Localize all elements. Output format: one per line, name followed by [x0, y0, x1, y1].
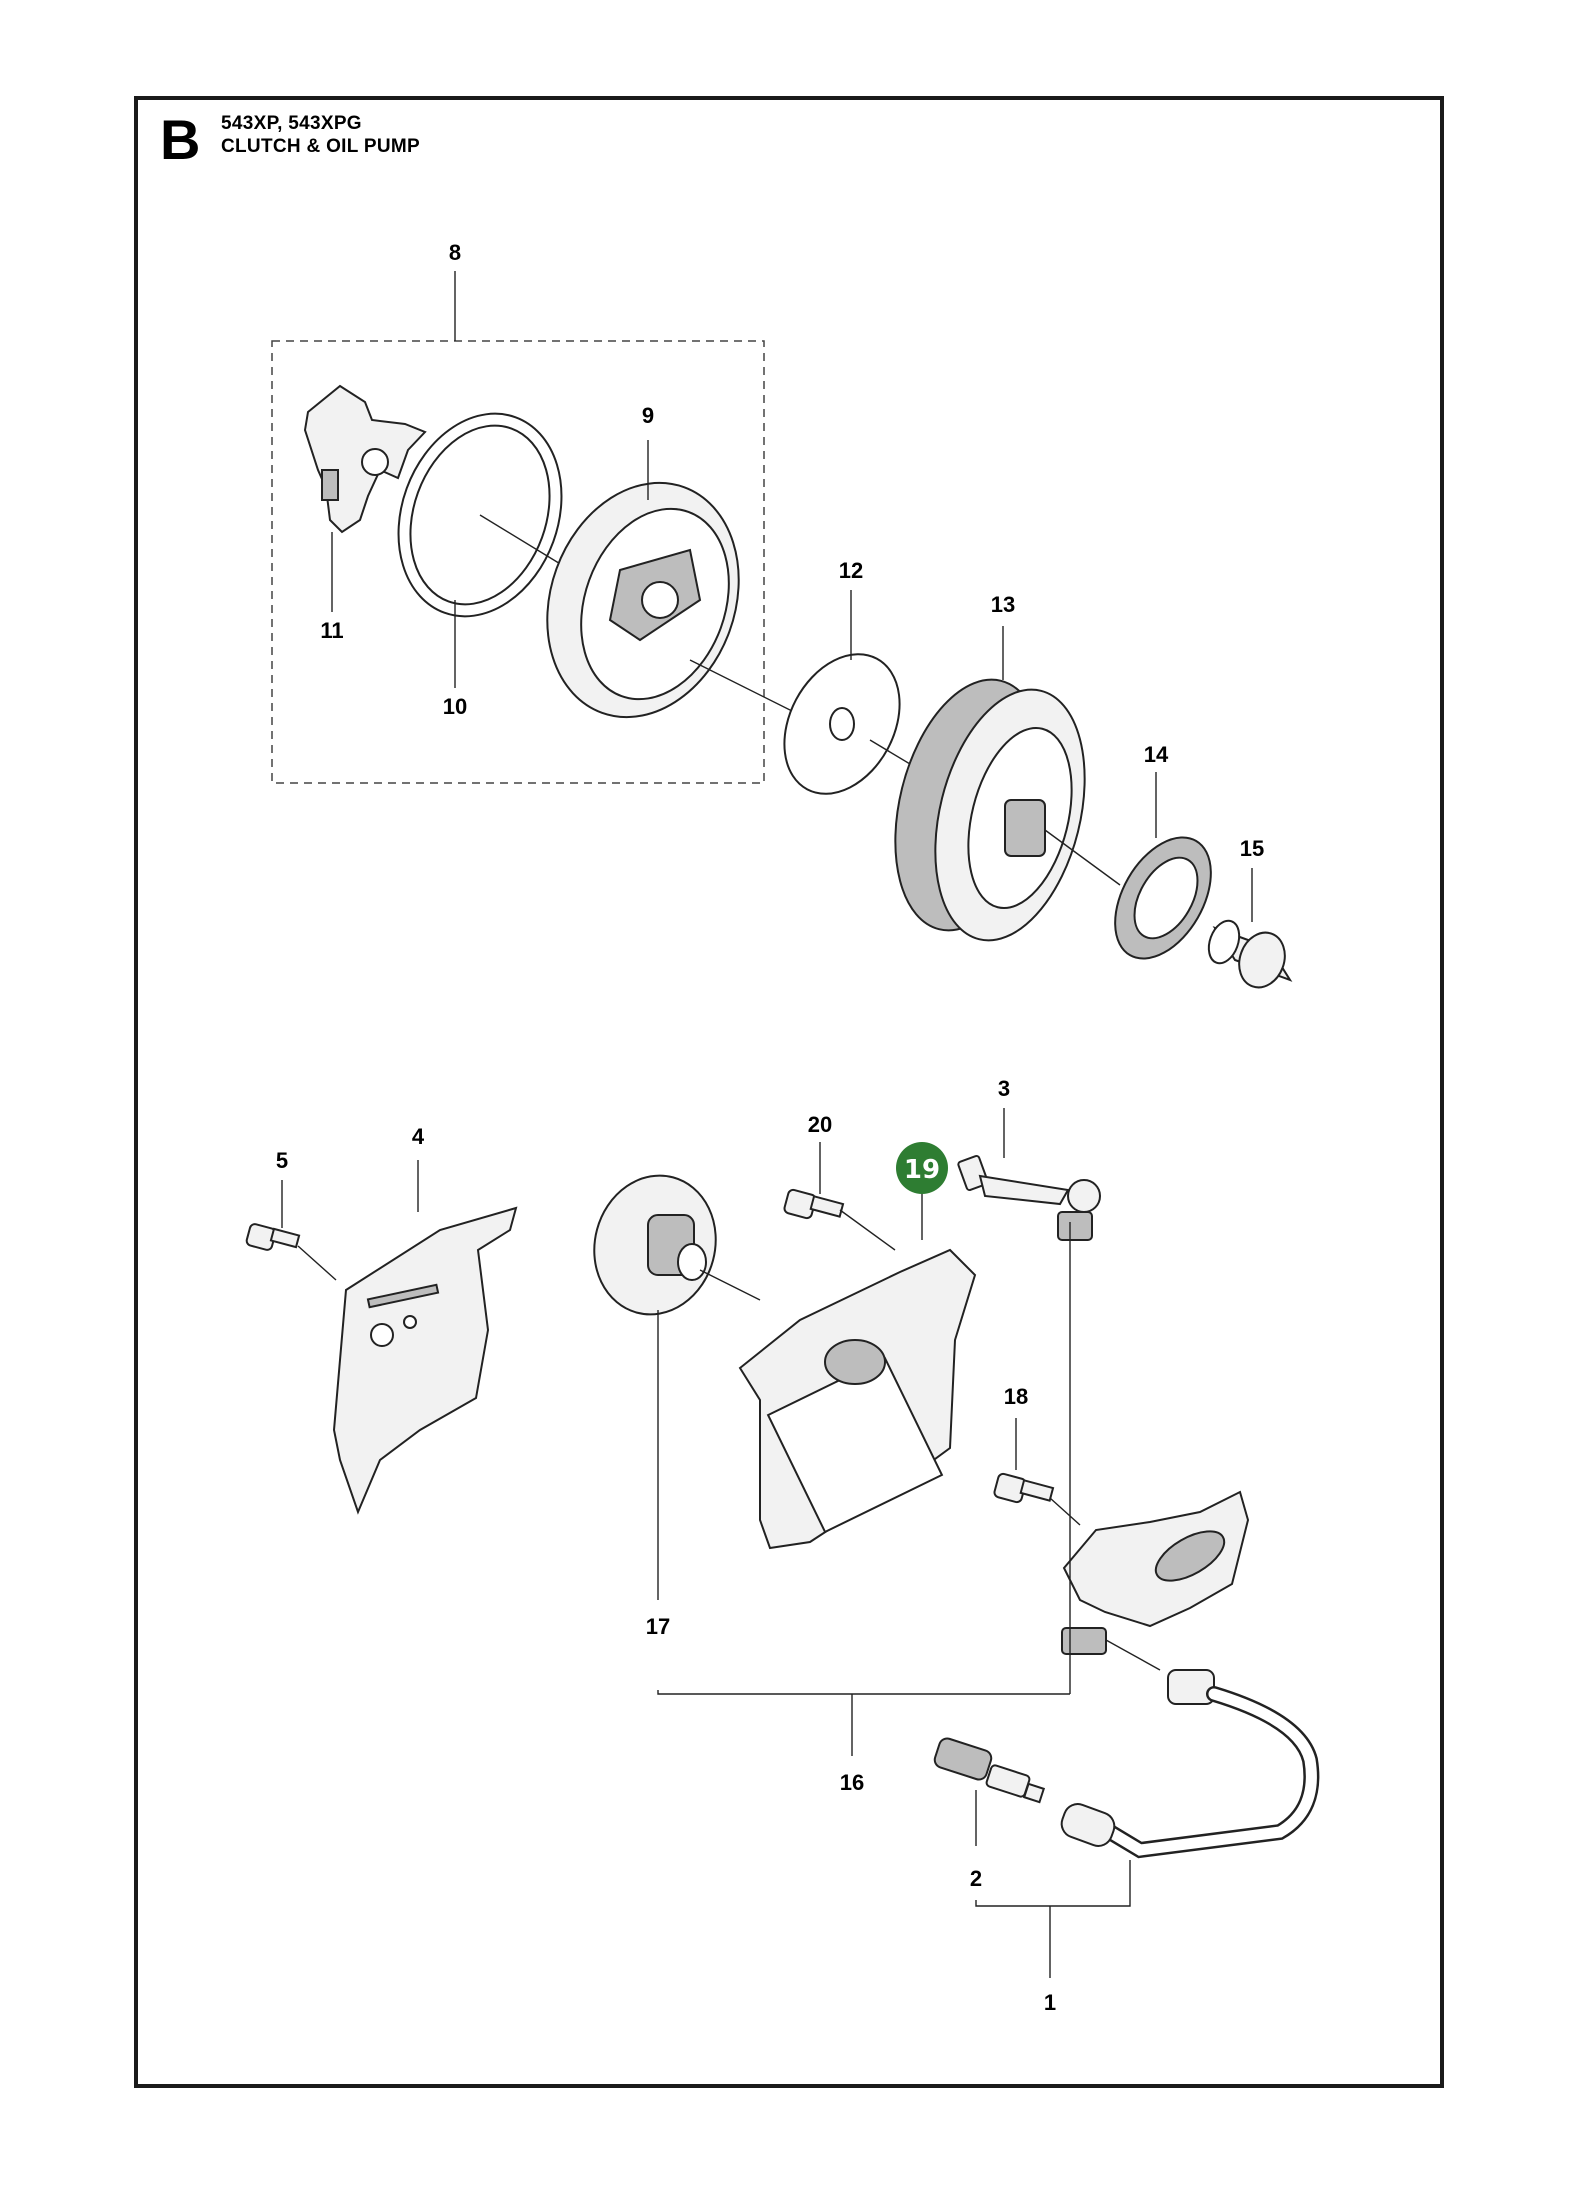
callout-18: 18	[1004, 1384, 1028, 1409]
callout-14: 14	[1144, 742, 1169, 767]
axis-line-5	[297, 1245, 337, 1281]
highlight-callout-19[interactable]: 19	[896, 1142, 948, 1194]
oil-filter-part	[933, 1737, 1046, 1804]
oil-cap-part	[593, 1174, 717, 1316]
callout-13: 13	[991, 592, 1015, 617]
rim-sprocket-part	[1114, 836, 1212, 960]
bracket-16	[657, 1690, 1070, 1695]
axis-line-2	[689, 659, 811, 721]
pump-cover-part	[738, 1248, 977, 1550]
clutch-center-part	[303, 384, 427, 534]
needle-bearing-part	[1207, 919, 1293, 989]
pump-lever-part	[957, 1154, 1101, 1241]
axis-line-6	[699, 1269, 761, 1301]
clutch-drum-part	[894, 678, 1086, 942]
axis-line-7	[839, 1209, 896, 1251]
callout-3: 3	[998, 1076, 1010, 1101]
callout-1: 1	[1044, 1990, 1056, 2015]
callout-20: 20	[808, 1112, 832, 1137]
callout-10: 10	[443, 694, 467, 719]
callout-15: 15	[1240, 836, 1264, 861]
highlight-label: 19	[904, 1155, 940, 1185]
screw-part-5	[245, 1223, 301, 1251]
oil-hose-part	[1060, 1669, 1320, 1859]
callout-2: 2	[970, 1866, 982, 1891]
callout-16: 16	[840, 1770, 864, 1795]
section-title: CLUTCH & OIL PUMP	[221, 136, 420, 157]
callout-5: 5	[276, 1148, 288, 1173]
callout-12: 12	[839, 558, 863, 583]
callout-11: 11	[320, 618, 343, 643]
callout-9: 9	[642, 403, 654, 428]
axis-line-4	[1044, 829, 1121, 886]
bracket-1	[975, 1860, 1131, 1907]
guide-plate-part	[332, 1206, 518, 1515]
oil-pump-part	[1061, 1490, 1250, 1671]
screw-part-18	[993, 1472, 1055, 1504]
section-letter: B	[160, 108, 201, 171]
clutch-shoe-part	[546, 481, 740, 719]
axis-line-1	[479, 514, 563, 566]
washer-part	[783, 653, 901, 795]
callout-4: 4	[412, 1124, 425, 1149]
diagram-frame	[134, 96, 1444, 2088]
screw-part-20	[783, 1188, 845, 1220]
callout-17: 17	[646, 1614, 670, 1639]
model-title: 543XP, 543XPG	[221, 113, 362, 134]
clutch-group-box	[271, 340, 765, 784]
axis-line-8	[1049, 1497, 1081, 1526]
highlight-badge	[896, 1142, 948, 1194]
callout-8: 8	[449, 240, 461, 265]
